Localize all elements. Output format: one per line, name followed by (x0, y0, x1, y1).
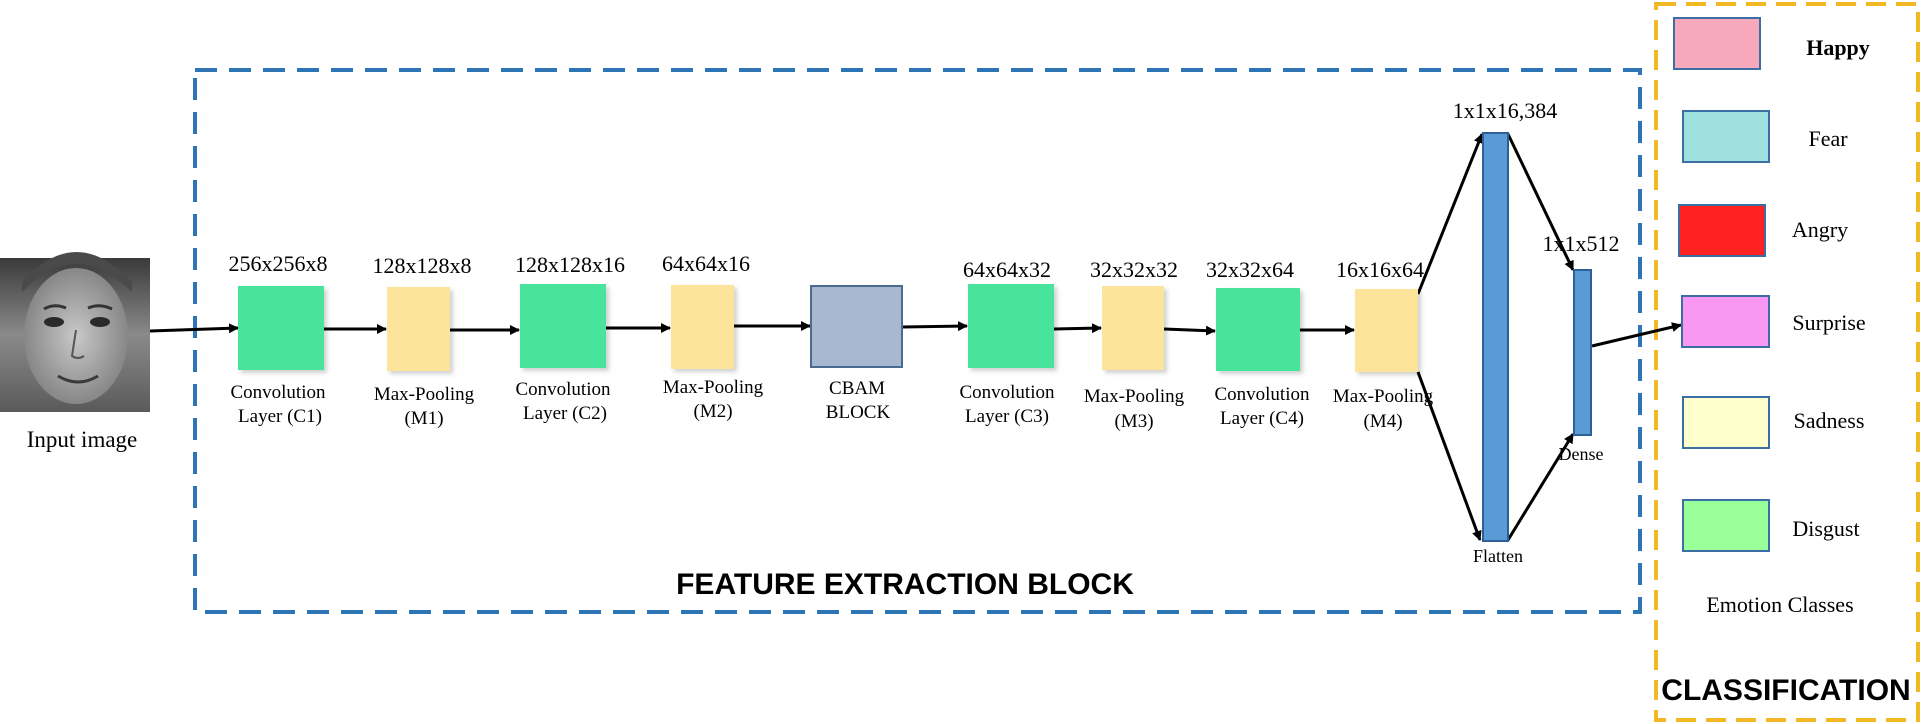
cbam-block (810, 285, 903, 368)
m4-dims: 16x16x64 (1336, 257, 1424, 282)
c3-dims: 64x64x32 (963, 257, 1051, 282)
m1-caption-line2: (M1) (404, 408, 443, 429)
legend-swatch-sadness (1682, 396, 1770, 449)
legend-swatch-happy (1673, 17, 1761, 70)
dense-dims: 1x1x512 (1543, 231, 1620, 256)
conv-layer-c2 (520, 284, 606, 368)
m3-caption-line2: (M3) (1114, 411, 1153, 432)
flatten-bar (1482, 132, 1509, 542)
c1-dims: 256x256x8 (229, 251, 328, 276)
conv-layer-c1 (238, 286, 324, 370)
c2-dims: 128x128x16 (515, 252, 625, 277)
arrow-c3-m3 (1053, 323, 1102, 334)
c4-caption-line2: Layer (C4) (1220, 408, 1304, 429)
input-image-label: Input image (27, 427, 138, 452)
feature-extraction-title: FEATURE EXTRACTION BLOCK (676, 568, 1134, 601)
maxpool-m3 (1102, 286, 1164, 370)
classification-title: CLASSIFICATION (1661, 674, 1910, 707)
dense-label: Dense (1559, 444, 1604, 464)
m2-dims: 64x64x16 (662, 251, 750, 276)
m2-caption-line2: (M2) (693, 401, 732, 422)
arrow-dense-classification (1591, 322, 1682, 348)
cbam-caption-line1: CBAM (829, 378, 885, 399)
m4-caption-line2: (M4) (1363, 411, 1402, 432)
legend-label-sadness: Sadness (1794, 408, 1865, 433)
connections (149, 133, 1682, 541)
c3-caption-line2: Layer (C3) (965, 406, 1049, 427)
dense-bar (1573, 269, 1592, 436)
flatten-label: Flatten (1473, 546, 1523, 566)
c2-caption-line1: Convolution (515, 379, 611, 400)
feature-extraction-block (193, 68, 1642, 614)
cbam-caption-line2: BLOCK (826, 402, 891, 423)
arrow-m3-c4 (1163, 325, 1216, 336)
c3-caption-line1: Convolution (959, 382, 1055, 403)
legend-label-disgust: Disgust (1792, 516, 1859, 541)
arrow-cbam-c3 (901, 321, 968, 332)
c2-caption-line2: Layer (C2) (523, 403, 607, 424)
m4-caption-line1: Max-Pooling (1333, 386, 1434, 407)
maxpool-m4 (1355, 289, 1418, 372)
conv-layer-c3 (968, 284, 1054, 368)
c1-caption-line2: Layer (C1) (238, 406, 322, 427)
legend-label-angry: Angry (1792, 217, 1848, 242)
c4-dims: 32x32x64 (1206, 257, 1294, 282)
legend-swatch-fear (1682, 110, 1770, 163)
c1-caption-line1: Convolution (230, 382, 326, 403)
legend-swatch-angry (1678, 204, 1766, 257)
input-face-image (0, 252, 150, 412)
arrow-m4-flatten-bottom (1416, 371, 1482, 541)
legend-label-surprise: Surprise (1792, 310, 1865, 335)
m3-caption-line1: Max-Pooling (1084, 386, 1185, 407)
arrow-m4-flatten-top (1416, 133, 1484, 295)
legend-label-happy: Happy (1806, 35, 1870, 60)
m1-dims: 128x128x8 (373, 253, 472, 278)
c4-caption-line1: Convolution (1214, 384, 1310, 405)
arrow-input-c1 (149, 323, 239, 334)
arrow-flatten-dense-bottom (1506, 433, 1575, 541)
conv-layer-c4 (1216, 288, 1300, 371)
legend-title: Emotion Classes (1706, 592, 1853, 617)
emotion-legend: Happy Fear Angry Surprise Sadness Disgus… (1673, 17, 1870, 617)
m1-caption-line1: Max-Pooling (374, 384, 475, 405)
classification-block (1654, 2, 1920, 722)
flatten-dims: 1x1x16,384 (1453, 98, 1558, 123)
legend-swatch-surprise (1681, 295, 1770, 348)
m2-caption-line1: Max-Pooling (663, 377, 764, 398)
m3-dims: 32x32x32 (1090, 257, 1178, 282)
maxpool-m1 (387, 287, 450, 371)
arrow-flatten-dense-top (1506, 133, 1575, 271)
legend-swatch-disgust (1682, 499, 1770, 552)
legend-label-fear: Fear (1808, 126, 1848, 151)
maxpool-m2 (671, 285, 734, 369)
